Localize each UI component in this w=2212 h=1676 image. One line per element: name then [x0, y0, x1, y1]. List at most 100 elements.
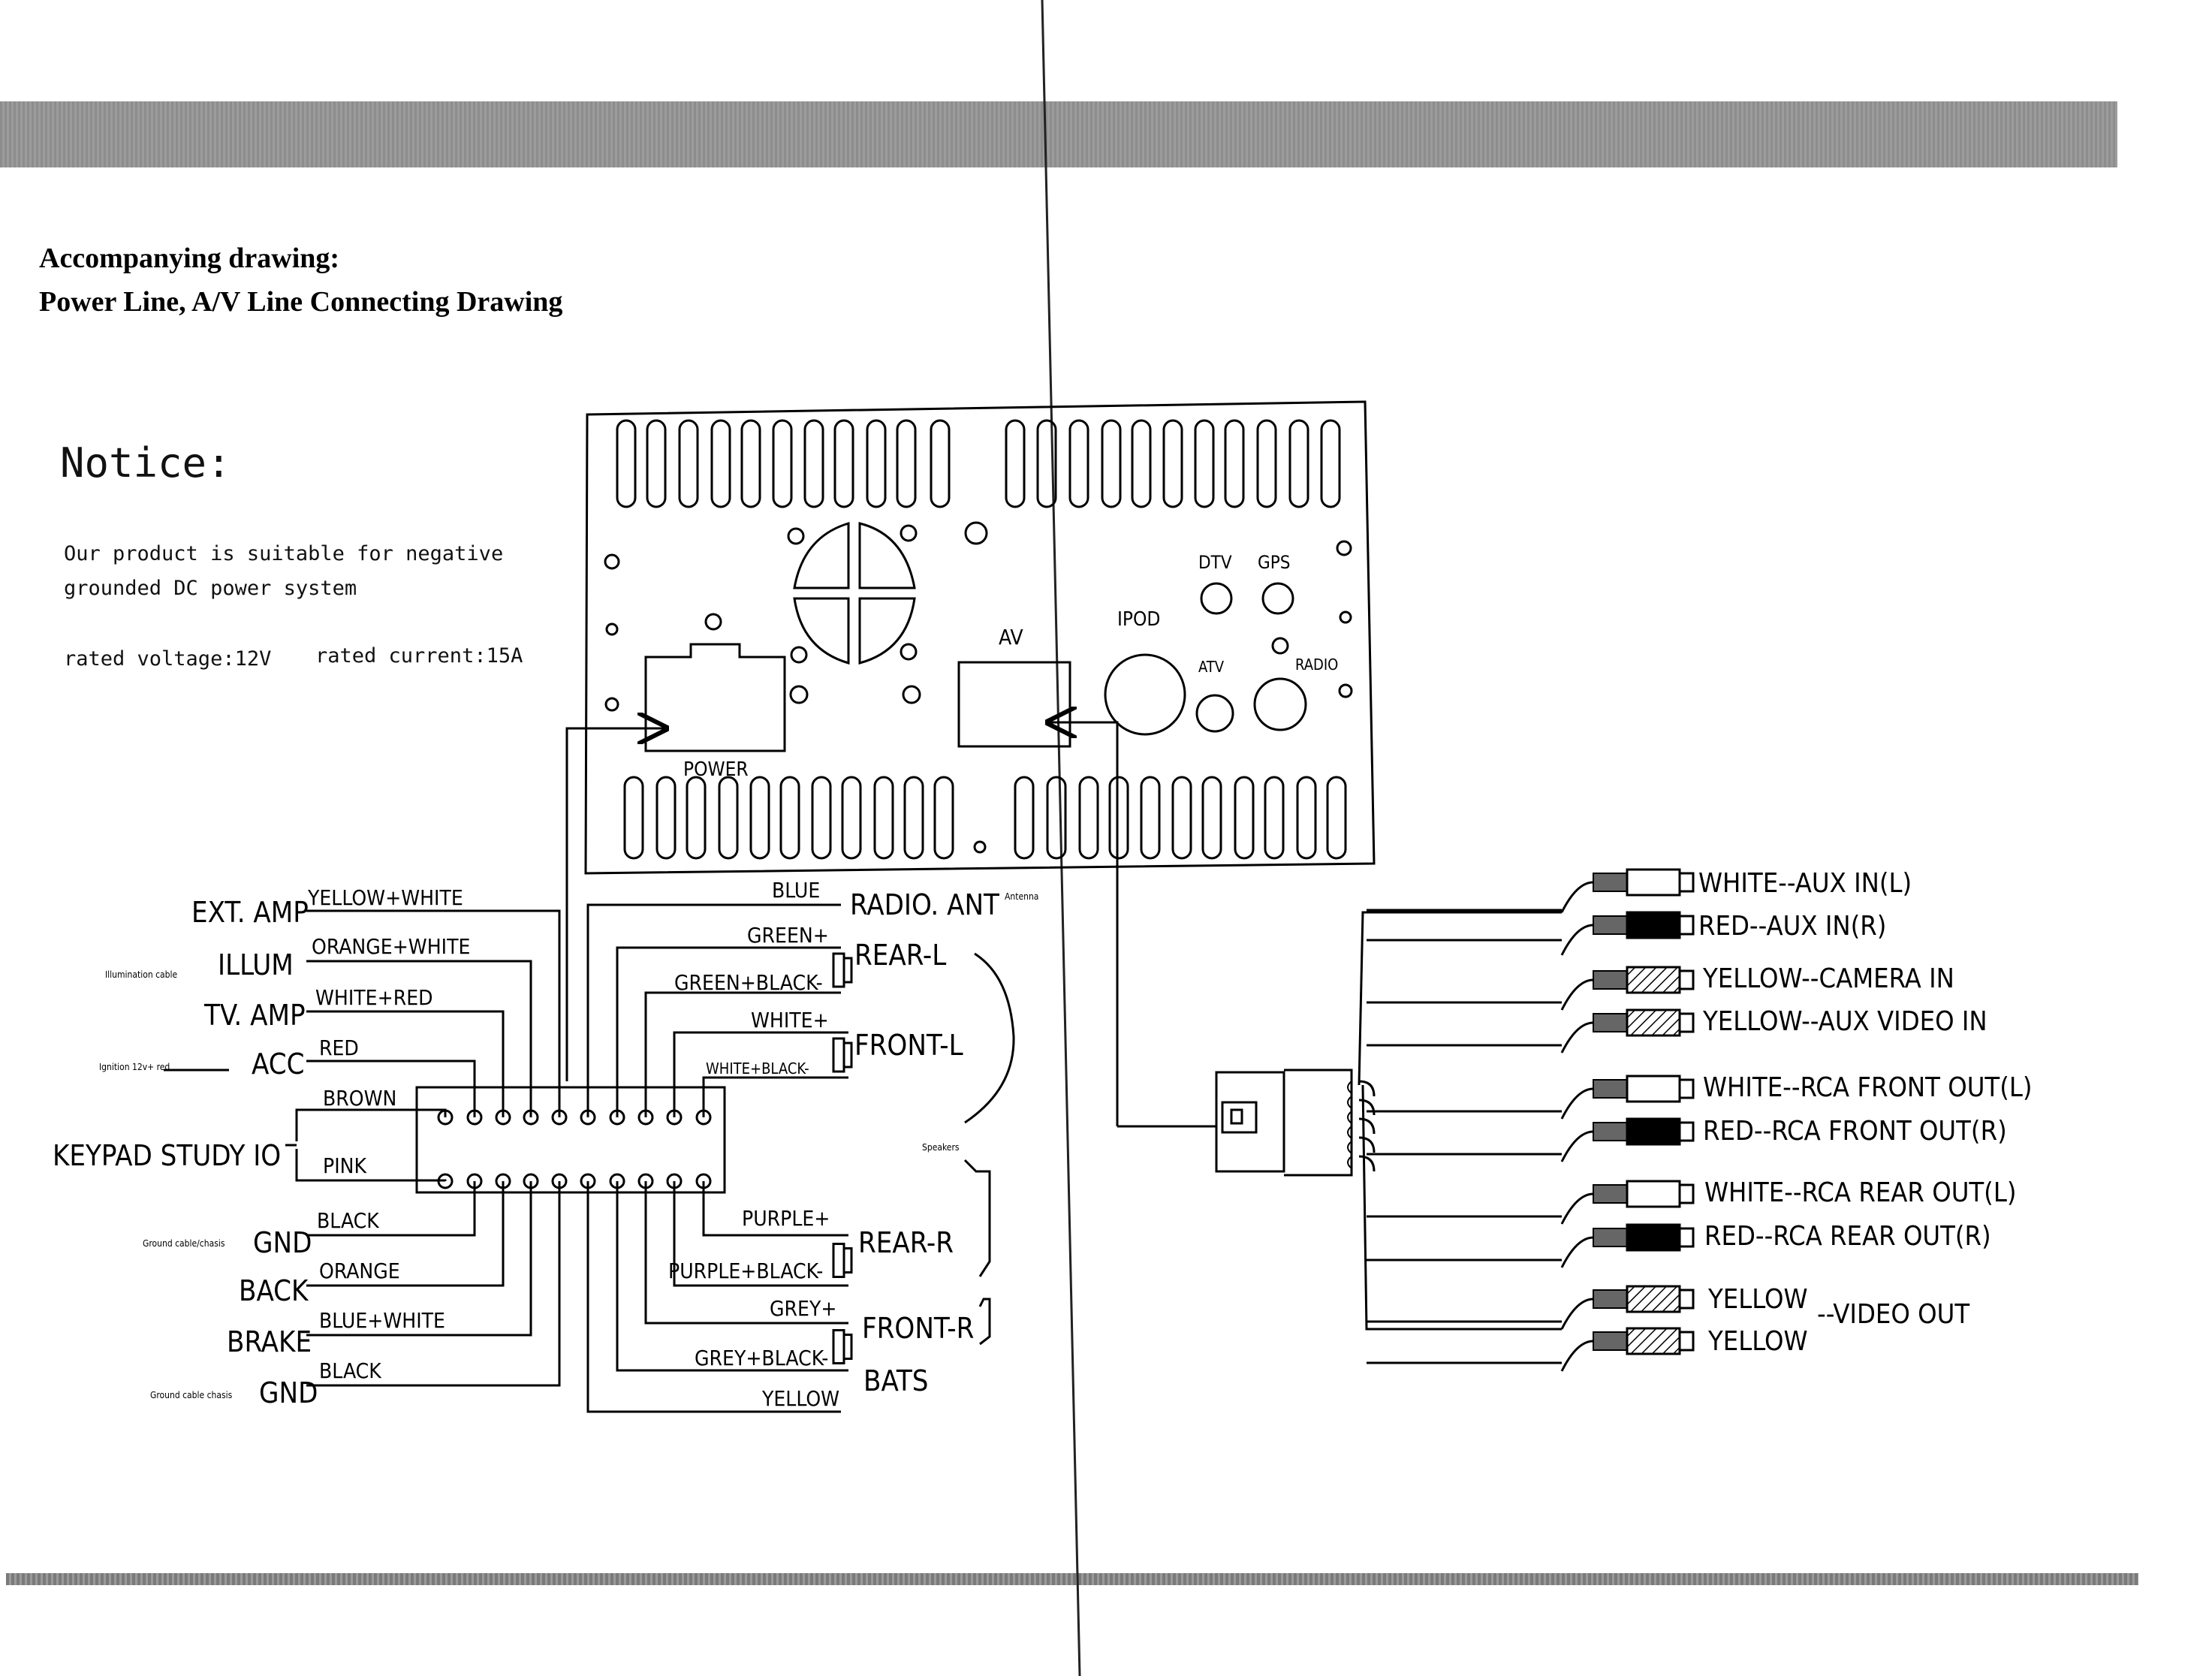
radio-label: RADIO: [1295, 656, 1338, 674]
left-wire: [306, 909, 561, 1117]
wire-red: RED: [319, 1035, 359, 1060]
vent-slot: [646, 419, 667, 508]
speaker-plug: [842, 1334, 853, 1360]
notice-line-2: grounded DC power system: [64, 577, 357, 600]
rated-voltage: rated voltage:12V: [64, 647, 272, 671]
left-wire: [306, 1181, 561, 1387]
wire-orange-white: ORANGE+WHITE: [312, 934, 470, 959]
back-label: BACK: [239, 1274, 309, 1307]
left-wire: [306, 1010, 505, 1117]
harness-lead: [1361, 1084, 1562, 1331]
rca-label-4: YELLOW--AUX VIDEO IN: [1702, 1006, 1987, 1037]
rca-lead: [1560, 978, 1594, 1011]
power-connector: [644, 643, 786, 752]
left-terminal-labels: EXT. AMP ILLUM TV. AMP ACC KEYPAD STUDY …: [53, 896, 318, 1409]
vent-slot: [678, 419, 699, 508]
vent-slot: [779, 776, 800, 860]
gnd-label-2: GND: [259, 1376, 318, 1409]
tv-amp-label: TV. AMP: [203, 999, 306, 1032]
vent-slot: [686, 776, 707, 860]
rca-plug-ring: [1593, 1228, 1628, 1247]
vent-slot: [1224, 419, 1245, 508]
front-r-label: FRONT-R: [862, 1312, 974, 1345]
vent-slot: [1194, 419, 1215, 508]
rca-plug-tip: [1678, 1331, 1695, 1352]
rca-lead: [1560, 1021, 1594, 1054]
right-terminal-labels: RADIO. ANT REAR-L FRONT-L REAR-R FRONT-R…: [850, 888, 999, 1397]
bottom-vent-slots: [623, 776, 1347, 860]
vent-slot: [1140, 776, 1161, 860]
vent-slot: [1068, 419, 1089, 508]
vent-slot: [873, 776, 894, 860]
rated-current: rated current:15A: [315, 644, 523, 668]
video-out-label: --VIDEO OUT: [1817, 1299, 1969, 1330]
rca-label-8: RED--RCA REAR OUT(R): [1704, 1221, 1991, 1252]
right-wires: [586, 903, 853, 1413]
ext-amp-label: EXT. AMP: [191, 896, 309, 929]
vent-slot: [772, 419, 793, 508]
rca-label-9: YELLOW: [1707, 1284, 1808, 1315]
wire-black-2: BLACK: [319, 1358, 382, 1383]
rca-plug-ring: [1593, 1184, 1628, 1204]
page-subtitle: Power Line, A/V Line Connecting Drawing: [39, 286, 563, 318]
harness-lead: [1358, 1155, 1376, 1172]
radio-port: [1253, 677, 1307, 731]
gps-port: [1261, 582, 1294, 615]
rca-plug-body: [1626, 1327, 1681, 1355]
av-label: AV: [999, 625, 1023, 650]
wire-green-neg: GREEN+BLACK-: [674, 970, 823, 995]
vent-slot: [1201, 776, 1222, 860]
vent-slot: [1036, 419, 1057, 508]
illum-label: ILLUM: [218, 948, 294, 981]
vent-slot: [833, 419, 854, 508]
vent-slot: [1101, 419, 1122, 508]
wire-yellow-white: YELLOW+WHITE: [307, 885, 463, 910]
rca-label-6: RED--RCA FRONT OUT(R): [1703, 1116, 2007, 1147]
wire-grey-pos: GREY+: [770, 1296, 836, 1321]
harness-wiring: [565, 722, 1216, 1128]
gnd-label-1: GND: [253, 1226, 312, 1259]
handwritten-notes: Illumination cable Ignition 12v+ red Gro…: [99, 891, 1038, 1400]
rca-plug-tip: [1678, 1183, 1695, 1204]
rca-label-10: YELLOW: [1707, 1326, 1808, 1357]
terminal-block: [415, 1086, 726, 1194]
right-wire: [673, 1181, 848, 1287]
top-vent-slots: [616, 419, 1341, 508]
rca-lead: [1560, 1087, 1594, 1120]
rca-label-5: WHITE--RCA FRONT OUT(L): [1703, 1072, 2033, 1103]
wire-orange: ORANGE: [319, 1259, 400, 1283]
left-wire: [306, 1181, 532, 1337]
rca-lead: [1560, 1236, 1594, 1268]
rca-lead: [1560, 1298, 1594, 1330]
note-speakers: Speakers: [922, 1142, 960, 1153]
rca-lead: [1560, 924, 1594, 956]
harness-lead: [1367, 1110, 1562, 1156]
speaker-brackets: [963, 952, 1015, 1346]
right-wire: [673, 1031, 848, 1117]
keypad-label: KEYPAD STUDY IO: [53, 1139, 281, 1172]
harness-lead: [1358, 1136, 1376, 1153]
harness-lead: [1358, 1117, 1376, 1135]
rca-labels: WHITE--AUX IN(L) RED--AUX IN(R) YELLOW--…: [1698, 868, 2033, 1357]
rca-plug-ring: [1593, 970, 1628, 990]
harness-lead: [1347, 1156, 1352, 1169]
vent-slot: [710, 419, 731, 508]
note-ignition: Ignition 12v+ red: [99, 1062, 170, 1072]
right-wire: [644, 991, 841, 1117]
rca-plug-ring: [1593, 1122, 1628, 1141]
ipod-label: IPOD: [1117, 608, 1160, 631]
vent-slot: [1320, 419, 1341, 508]
rca-connectors: [1560, 868, 1695, 1372]
vent-slot: [1264, 776, 1285, 860]
atv-port: [1195, 694, 1234, 733]
left-wire: [306, 1060, 476, 1117]
rca-plug-ring: [1593, 915, 1628, 935]
head-unit-outline: [584, 400, 1376, 875]
keypad-bracket: [285, 1108, 306, 1182]
wire-blue-white: BLUE+WHITE: [319, 1308, 445, 1333]
vent-slot: [623, 776, 644, 860]
right-wire-colors: BLUE GREEN+ GREEN+BLACK- WHITE+ WHITE+BL…: [668, 878, 839, 1411]
header-bar: [0, 101, 2117, 167]
acc-label: ACC: [252, 1048, 304, 1081]
